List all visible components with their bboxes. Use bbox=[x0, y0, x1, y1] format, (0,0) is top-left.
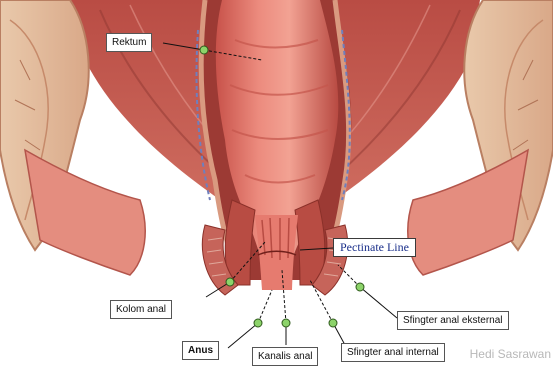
leader-rektum-ext bbox=[204, 50, 262, 60]
label-kanalis-anal: Kanalis anal bbox=[252, 347, 318, 366]
label-anus: Anus bbox=[182, 341, 219, 360]
watermark: Hedi Sasrawan bbox=[470, 347, 551, 361]
dot-rektum bbox=[200, 46, 208, 54]
label-kolom-anal: Kolom anal bbox=[110, 300, 172, 319]
label-rektum: Rektum bbox=[106, 33, 152, 52]
dot-anus bbox=[254, 319, 262, 327]
leader-eksternal bbox=[360, 287, 397, 318]
leader-pectinate bbox=[300, 248, 333, 250]
label-sfingter-internal: Sfingter anal internal bbox=[341, 343, 445, 362]
leader-anus bbox=[228, 323, 258, 348]
label-sfingter-eksternal: Sfingter anal eksternal bbox=[397, 311, 509, 330]
dot-kolom bbox=[226, 278, 234, 286]
dot-eksternal bbox=[356, 283, 364, 291]
label-pectinate-line: Pectinate Line bbox=[333, 238, 416, 257]
dot-kanalis bbox=[282, 319, 290, 327]
dot-internal bbox=[329, 319, 337, 327]
leader-rektum bbox=[163, 43, 204, 50]
